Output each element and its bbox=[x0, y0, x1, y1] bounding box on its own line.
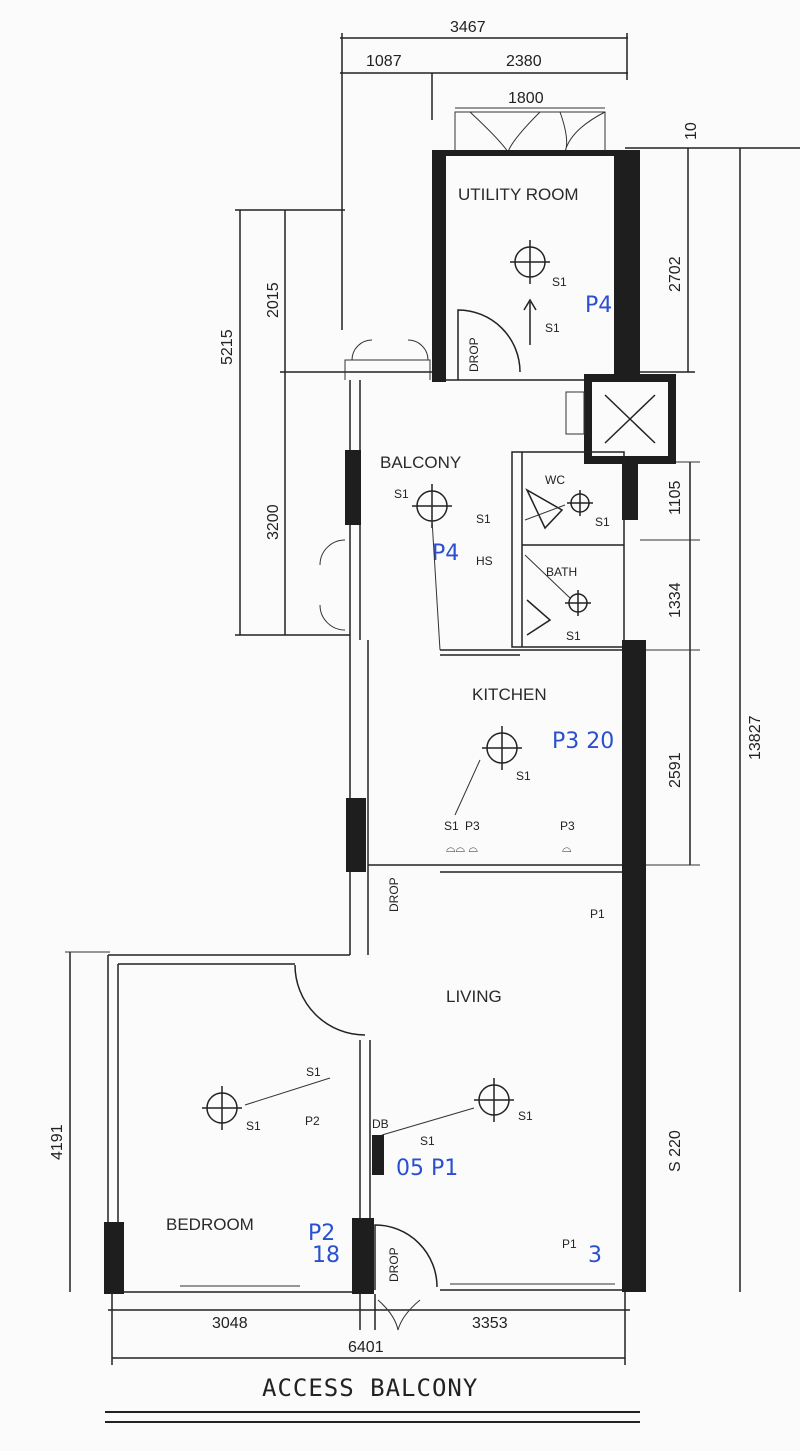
socket-label: P3 bbox=[560, 819, 575, 833]
socket-label: P1 bbox=[590, 907, 605, 921]
dim-3353: 3353 bbox=[472, 1315, 508, 1332]
switch-label: S1 bbox=[476, 512, 491, 526]
switch-label: S1 bbox=[246, 1119, 261, 1133]
handwritten-living-corner: 3 bbox=[588, 1243, 602, 1268]
switch-label: S1 bbox=[545, 321, 560, 335]
left-dimensions: 2015 5215 3200 4191 bbox=[49, 209, 440, 1292]
dim-1800: 1800 bbox=[508, 90, 544, 107]
label-wc: WC bbox=[545, 473, 565, 487]
handwritten-p3-kitchen: P3 20 bbox=[552, 729, 614, 754]
dim-2591: 2591 bbox=[667, 752, 684, 788]
right-dimensions: 2702 1105 1334 2591 S 220 13827 bbox=[625, 147, 800, 1292]
bedroom: BEDROOM S1 S1 P2 P2 18 bbox=[104, 954, 374, 1294]
dim-3200: 3200 bbox=[265, 504, 282, 540]
dim-2015: 2015 bbox=[265, 282, 282, 318]
label-living: LIVING bbox=[446, 987, 502, 1006]
drop-label: DROP bbox=[467, 337, 481, 372]
dim-1087: 1087 bbox=[366, 53, 402, 70]
switch-label: S1 bbox=[518, 1109, 533, 1123]
utility-room: UTILITY ROOM S1 S1 DROP P4 bbox=[432, 111, 640, 382]
socket-label: P3 bbox=[465, 819, 480, 833]
wc-and-bath: WC BATH S1 S1 bbox=[511, 451, 638, 648]
dim-1334: 1334 bbox=[667, 582, 684, 618]
switch-label: S1 bbox=[394, 487, 409, 501]
handwritten-bedroom-count: 18 bbox=[312, 1243, 340, 1268]
switch-label: S1 bbox=[444, 819, 459, 833]
service-shaft bbox=[565, 374, 676, 464]
living: DROP P1 LIVING S1 DB S1 05 P1 P1 3 DROP bbox=[294, 877, 622, 1291]
switch-label: S1 bbox=[420, 1134, 435, 1148]
top-dimensions: 3467 1087 2380 1800 10 bbox=[340, 19, 700, 330]
bottom-dimensions: 3048 3353 6401 ACCESS BALCONY bbox=[105, 1292, 640, 1423]
ceiling-light-icon bbox=[510, 240, 550, 284]
label-bath: BATH bbox=[546, 565, 577, 579]
dim-6401: 6401 bbox=[348, 1339, 384, 1356]
label-access-balcony: ACCESS BALCONY bbox=[262, 1374, 478, 1402]
dim-2380: 2380 bbox=[506, 53, 542, 70]
handwritten-p4-balcony: P4 bbox=[432, 541, 459, 566]
handwritten-p1-living: 05 P1 bbox=[396, 1156, 458, 1181]
switch-label: S1 bbox=[516, 769, 531, 783]
dim-2702: 2702 bbox=[667, 256, 684, 292]
ceiling-light-icon bbox=[482, 726, 522, 770]
switch-label: S1 bbox=[306, 1065, 321, 1079]
label-balcony: BALCONY bbox=[380, 453, 461, 472]
label-kitchen: KITCHEN bbox=[472, 685, 547, 704]
ceiling-light-icon bbox=[202, 1086, 242, 1130]
dim-1105: 1105 bbox=[667, 480, 684, 515]
label-bedroom: BEDROOM bbox=[166, 1215, 254, 1234]
kitchen: KITCHEN S1 S1 P3 P3 ⌓⌓ ⌓ ⌓ P3 20 bbox=[346, 640, 646, 1292]
dim-5215: 5215 bbox=[219, 329, 236, 365]
distribution-board-label: DB bbox=[372, 1117, 389, 1131]
socket-label: P1 bbox=[562, 1237, 577, 1251]
drop-label: DROP bbox=[387, 877, 401, 912]
drop-label: DROP bbox=[387, 1247, 401, 1282]
switch-label: S1 bbox=[566, 629, 581, 643]
dim-13827: 13827 bbox=[747, 715, 764, 760]
label-utility-room: UTILITY ROOM bbox=[458, 185, 579, 204]
dim-10: 10 bbox=[683, 122, 700, 140]
svg-text:⌓⌓ ⌓: ⌓⌓ ⌓ bbox=[446, 841, 478, 855]
svg-text:⌓: ⌓ bbox=[562, 841, 572, 855]
socket-label: P2 bbox=[305, 1114, 320, 1128]
dim-3467: 3467 bbox=[450, 19, 486, 36]
dim-3048: 3048 bbox=[212, 1315, 248, 1332]
handwritten-p4-utility: P4 bbox=[585, 293, 612, 318]
ceiling-light-icon bbox=[474, 1078, 514, 1122]
handwritten-p2-bedroom: P2 bbox=[308, 1221, 335, 1246]
dim-4191: 4191 bbox=[49, 1124, 66, 1160]
heater-switch-label: HS bbox=[476, 554, 493, 568]
switch-label: S1 bbox=[552, 275, 567, 289]
switch-label: S1 bbox=[595, 515, 610, 529]
balcony: BALCONY S1 S1 HS P4 bbox=[319, 339, 493, 651]
dim-s220: S 220 bbox=[667, 1130, 684, 1172]
